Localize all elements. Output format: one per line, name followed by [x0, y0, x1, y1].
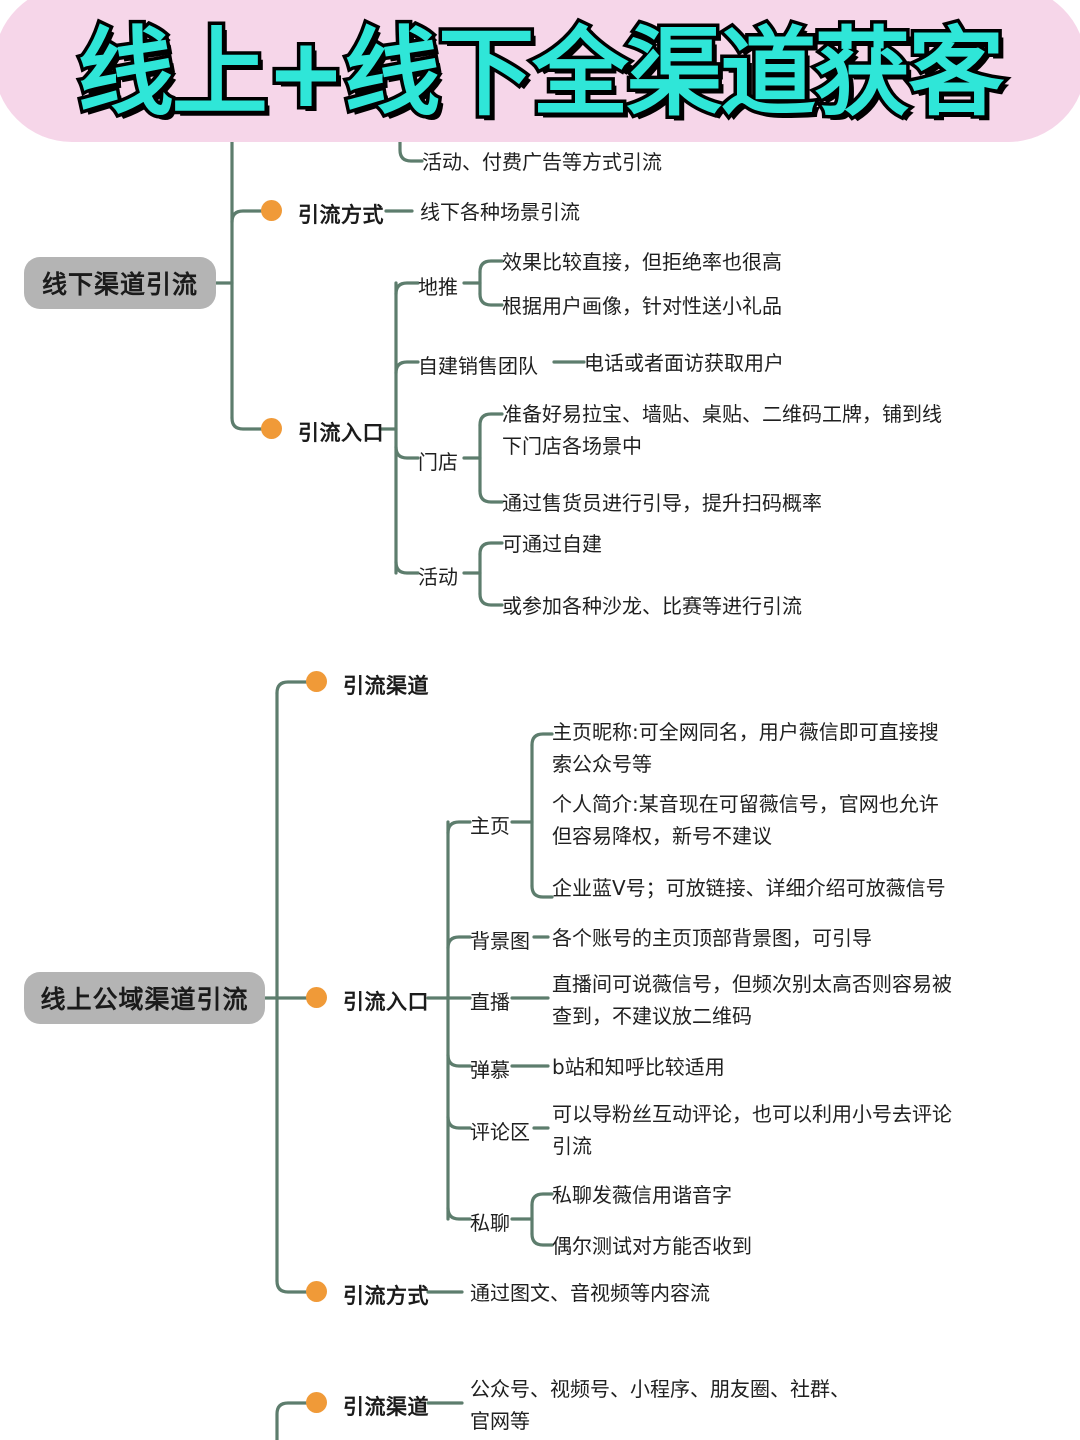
- subnode-beijingtu[interactable]: 背景图: [470, 929, 530, 953]
- leaf-node: 效果比较直接，但拒绝率也很高: [502, 250, 782, 274]
- subnode-zhibo[interactable]: 直播: [470, 990, 510, 1014]
- leaf-node: 或参加各种沙龙、比赛等进行引流: [502, 594, 802, 618]
- branch-label-liuliangqudao[interactable]: 引流渠道: [343, 674, 429, 698]
- branch-dot: [261, 418, 282, 439]
- subnode-danmu[interactable]: 弹慕: [470, 1058, 510, 1082]
- leaf-node: 通过图文、音视频等内容流: [470, 1281, 710, 1305]
- branch-label-liuliangrukou[interactable]: 引流入口: [343, 990, 429, 1014]
- leaf-node: 直播间可说薇信号，但频次别太高否则容易被查到，不建议放二维码: [552, 972, 952, 1028]
- branch-label-liuliangqudao[interactable]: 引流渠道: [343, 1395, 429, 1419]
- leaf-node: 电话或者面访获取用户: [584, 351, 784, 375]
- subnode-siliao[interactable]: 私聊: [470, 1211, 510, 1235]
- subnode-ditui[interactable]: 地推: [418, 275, 458, 299]
- leaf-node: 个人简介:某音现在可留薇信号，官网也允许但容易降权，新号不建议: [552, 792, 939, 848]
- leaf-node: 可以导粉丝互动评论，也可以利用小号去评论引流: [552, 1102, 952, 1158]
- leaf-node: 公众号、视频号、小程序、朋友圈、社群、官网等: [470, 1377, 850, 1433]
- subnode-mendian[interactable]: 门店: [418, 450, 458, 474]
- branch-label-liuliangfangshi[interactable]: 引流方式: [343, 1284, 429, 1308]
- leaf-node: 私聊发薇信用谐音字: [552, 1183, 732, 1207]
- leaf-node: 准备好易拉宝、墙贴、桌贴、二维码工牌，铺到线下门店各场景中: [502, 402, 942, 458]
- branch-dot: [306, 987, 327, 1008]
- root-node-offline[interactable]: 线下渠道引流: [24, 257, 216, 309]
- leaf-node: 根据用户画像，针对性送小礼品: [502, 294, 782, 318]
- branch-dot: [306, 1392, 327, 1413]
- page-title: 线上+线下全渠道获客: [74, 13, 1007, 132]
- leaf-node: 活动、付费广告等方式引流: [422, 150, 662, 174]
- branch-label-liuliangfangshi[interactable]: 引流方式: [298, 203, 384, 227]
- branch-dot: [306, 1281, 327, 1302]
- title-banner: 线上+线下全渠道获客: [0, 0, 1080, 142]
- leaf-node: 可通过自建: [502, 532, 602, 556]
- branch-dot: [306, 671, 327, 692]
- branch-dot: [261, 200, 282, 221]
- branch-label-liuliangrukou[interactable]: 引流入口: [298, 421, 384, 445]
- leaf-node: 线下各种场景引流: [420, 200, 580, 224]
- leaf-node: 各个账号的主页顶部背景图，可引导: [552, 926, 872, 950]
- leaf-node: 企业蓝V号；可放链接、详细介绍可放薇信号: [552, 876, 946, 900]
- leaf-node: 主页昵称:可全网同名，用户薇信即可直接搜索公众号等: [552, 720, 939, 776]
- leaf-node: b站和知呼比较适用: [552, 1055, 725, 1079]
- leaf-node: 偶尔测试对方能否收到: [552, 1234, 752, 1258]
- subnode-zhuye[interactable]: 主页: [470, 814, 510, 838]
- root-node-online-public[interactable]: 线上公域渠道引流: [24, 972, 265, 1024]
- leaf-node: 通过售货员进行引导，提升扫码概率: [502, 491, 822, 515]
- subnode-pinglunqu[interactable]: 评论区: [470, 1120, 530, 1144]
- subnode-huodong[interactable]: 活动: [418, 565, 458, 589]
- subnode-zijianxiaoshoutuandui[interactable]: 自建销售团队: [418, 354, 538, 378]
